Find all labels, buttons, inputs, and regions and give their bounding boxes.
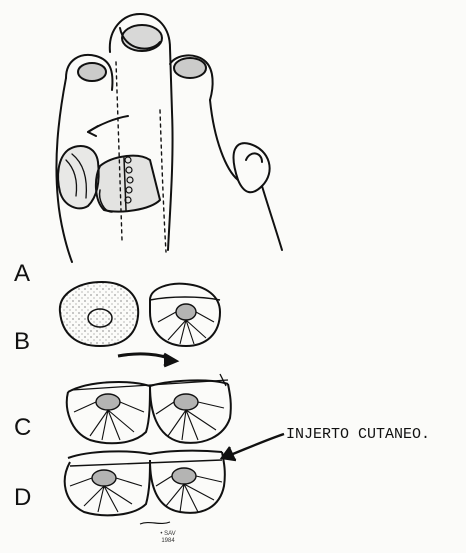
transfer-arrow xyxy=(118,354,176,366)
section-b-drawing xyxy=(60,282,220,346)
artist-signature: • SAV 1984 xyxy=(156,531,180,545)
panel-label-c: C xyxy=(14,416,31,440)
graft-pointer-arrow xyxy=(222,434,284,460)
hand-drawing xyxy=(56,14,282,262)
panel-label-b: B xyxy=(14,330,30,354)
panel-label-a: A xyxy=(14,262,30,286)
graft-label: INJERTO CUTANEO. xyxy=(286,426,430,443)
section-c-drawing xyxy=(67,374,231,443)
signature-line-1: • SAV xyxy=(156,531,180,538)
panel-label-d: D xyxy=(14,486,31,510)
signature-line-2: 1984 xyxy=(156,538,180,545)
section-d-drawing xyxy=(65,451,225,524)
